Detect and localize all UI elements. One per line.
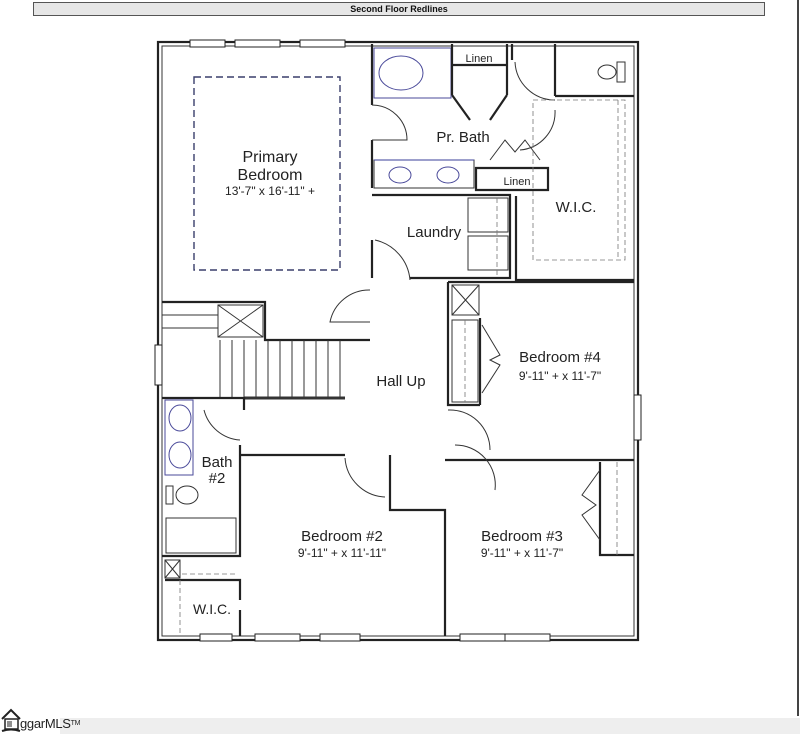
house-icon [1,708,21,732]
room-wic-primary [514,99,634,282]
logo-text: ggarMLSTM [20,716,81,731]
label-bedroom3: Bedroom #3 [481,528,563,545]
room-bedroom2 [164,453,447,636]
label-wic-bath2: W.I.C. [193,601,231,617]
label-bedroom2-dims: 9'-11" + x 11'-11" [298,546,386,560]
mls-logo: ggarMLSTM [0,703,80,733]
room-laundry [370,193,512,281]
label-bedroom2: Bedroom #2 [301,528,383,545]
label-pr-bath: Pr. Bath [436,129,489,146]
room-bedroom3 [454,444,634,557]
room-primary-bedroom [193,44,408,271]
exterior-walls [154,39,642,642]
label-primary-bedroom-1: Primary [242,149,297,166]
label-linen-top: Linen [466,53,493,65]
label-laundry: Laundry [407,224,462,241]
floor-plan: Primary Bedroom 13'-7" x 16'-11" + Pr. B… [154,39,642,642]
label-bedroom3-dims: 9'-11" + x 11'-7" [481,546,563,560]
page-title-bar: Second Floor Redlines [33,2,765,16]
label-bedroom4-dims: 9'-11" + x 11'-7" [519,369,601,383]
label-primary-bedroom-dims: 13'-7" x 16'-11" + [225,184,315,198]
label-bedroom4: Bedroom #4 [519,349,601,366]
label-bath2-1: Bath [202,454,233,471]
label-linen-bottom: Linen [504,176,531,188]
label-primary-bedroom-2: Bedroom [238,167,303,184]
page-title: Second Floor Redlines [350,4,448,14]
room-bedroom4 [445,280,634,462]
page-border-right [797,0,799,716]
room-bath2 [162,399,242,558]
label-bath2-2: #2 [209,470,226,487]
room-primary-bath [373,44,634,192]
stairs [162,289,371,410]
label-wic-primary: W.I.C. [556,199,597,216]
footer-bar [60,718,800,734]
label-hall: Hall Up [376,373,425,390]
